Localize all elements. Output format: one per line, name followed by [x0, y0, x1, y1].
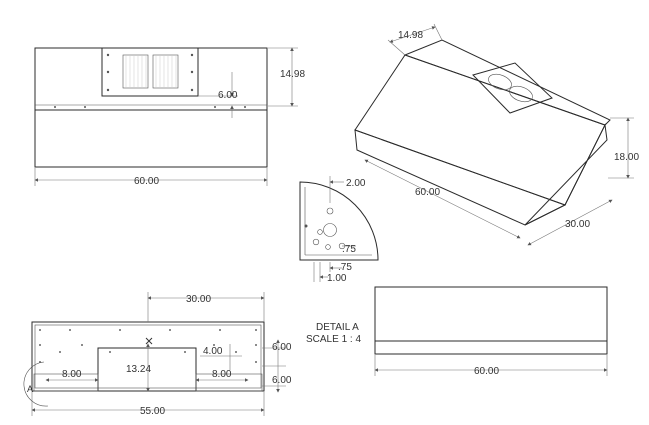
bottom-left-label: 8.00: [62, 369, 82, 380]
detail-callout-marker: A: [27, 384, 33, 394]
isometric-view: 14.98 60.00 18.00 30.00: [354, 23, 639, 246]
detail-dia-label: .75: [342, 244, 356, 255]
bottom-side-bottom-label: 6.00: [272, 375, 292, 386]
side-view: 60.00: [374, 286, 608, 377]
bottom-right-label: 8.00: [212, 369, 232, 380]
bottom-top-label: 30.00: [186, 294, 211, 305]
front-width-label: 60.00: [134, 176, 159, 187]
side-lower-strip: [374, 340, 608, 355]
front-top-plate: [101, 47, 199, 97]
front-offset-label: 6.00: [218, 90, 238, 101]
iso-top-face: [403, 39, 611, 126]
front-blower-vents: [122, 54, 179, 89]
front-view: 60.00 14.98 6.00: [34, 47, 305, 187]
detail-offset-label: .75: [338, 262, 352, 273]
iso-width-label: 30.00: [565, 219, 590, 230]
detail-caption: DETAIL A SCALE 1 : 4: [306, 322, 361, 345]
iso-top-plate: [472, 62, 553, 114]
detail-caption-title: DETAIL A: [316, 322, 359, 333]
detail-edge-label: 1.00: [327, 273, 347, 284]
bottom-view: 30.00 13.24 8.00 8.00 4.00 6.00 6.00 55.…: [23, 292, 292, 417]
detail-callout-circle: [23, 361, 49, 407]
front-fasteners: [54, 53, 246, 108]
bottom-fasteners: [39, 329, 257, 363]
bottom-width-label: 55.00: [140, 406, 165, 417]
iso-side-face: [524, 123, 608, 226]
detail-large-hole: [323, 223, 337, 237]
iso-depth-label: 14.98: [398, 30, 423, 41]
iso-front-face: [354, 129, 567, 226]
iso-length-dimension: [364, 159, 521, 239]
front-lower-body: [34, 109, 268, 168]
detail-quarter-plate: [299, 181, 379, 261]
front-height-label: 14.98: [280, 69, 305, 80]
bottom-side-top-label: 6.00: [272, 342, 292, 353]
iso-depth-dimension: [389, 26, 436, 43]
side-width-label: 60.00: [474, 366, 499, 377]
detail-view: 2.00 .75 .75 1.00: [299, 176, 379, 284]
iso-length-label: 60.00: [415, 187, 440, 198]
bottom-inner-label: 4.00: [203, 346, 223, 357]
iso-sloped-face: [354, 54, 606, 206]
bottom-height-label: 13.24: [126, 364, 151, 375]
iso-width-dimension: [527, 199, 613, 246]
detail-top-label: 2.00: [346, 178, 366, 189]
iso-height-label: 18.00: [614, 152, 639, 163]
side-upper-body: [374, 286, 608, 342]
detail-caption-scale: SCALE 1 : 4: [306, 334, 361, 345]
